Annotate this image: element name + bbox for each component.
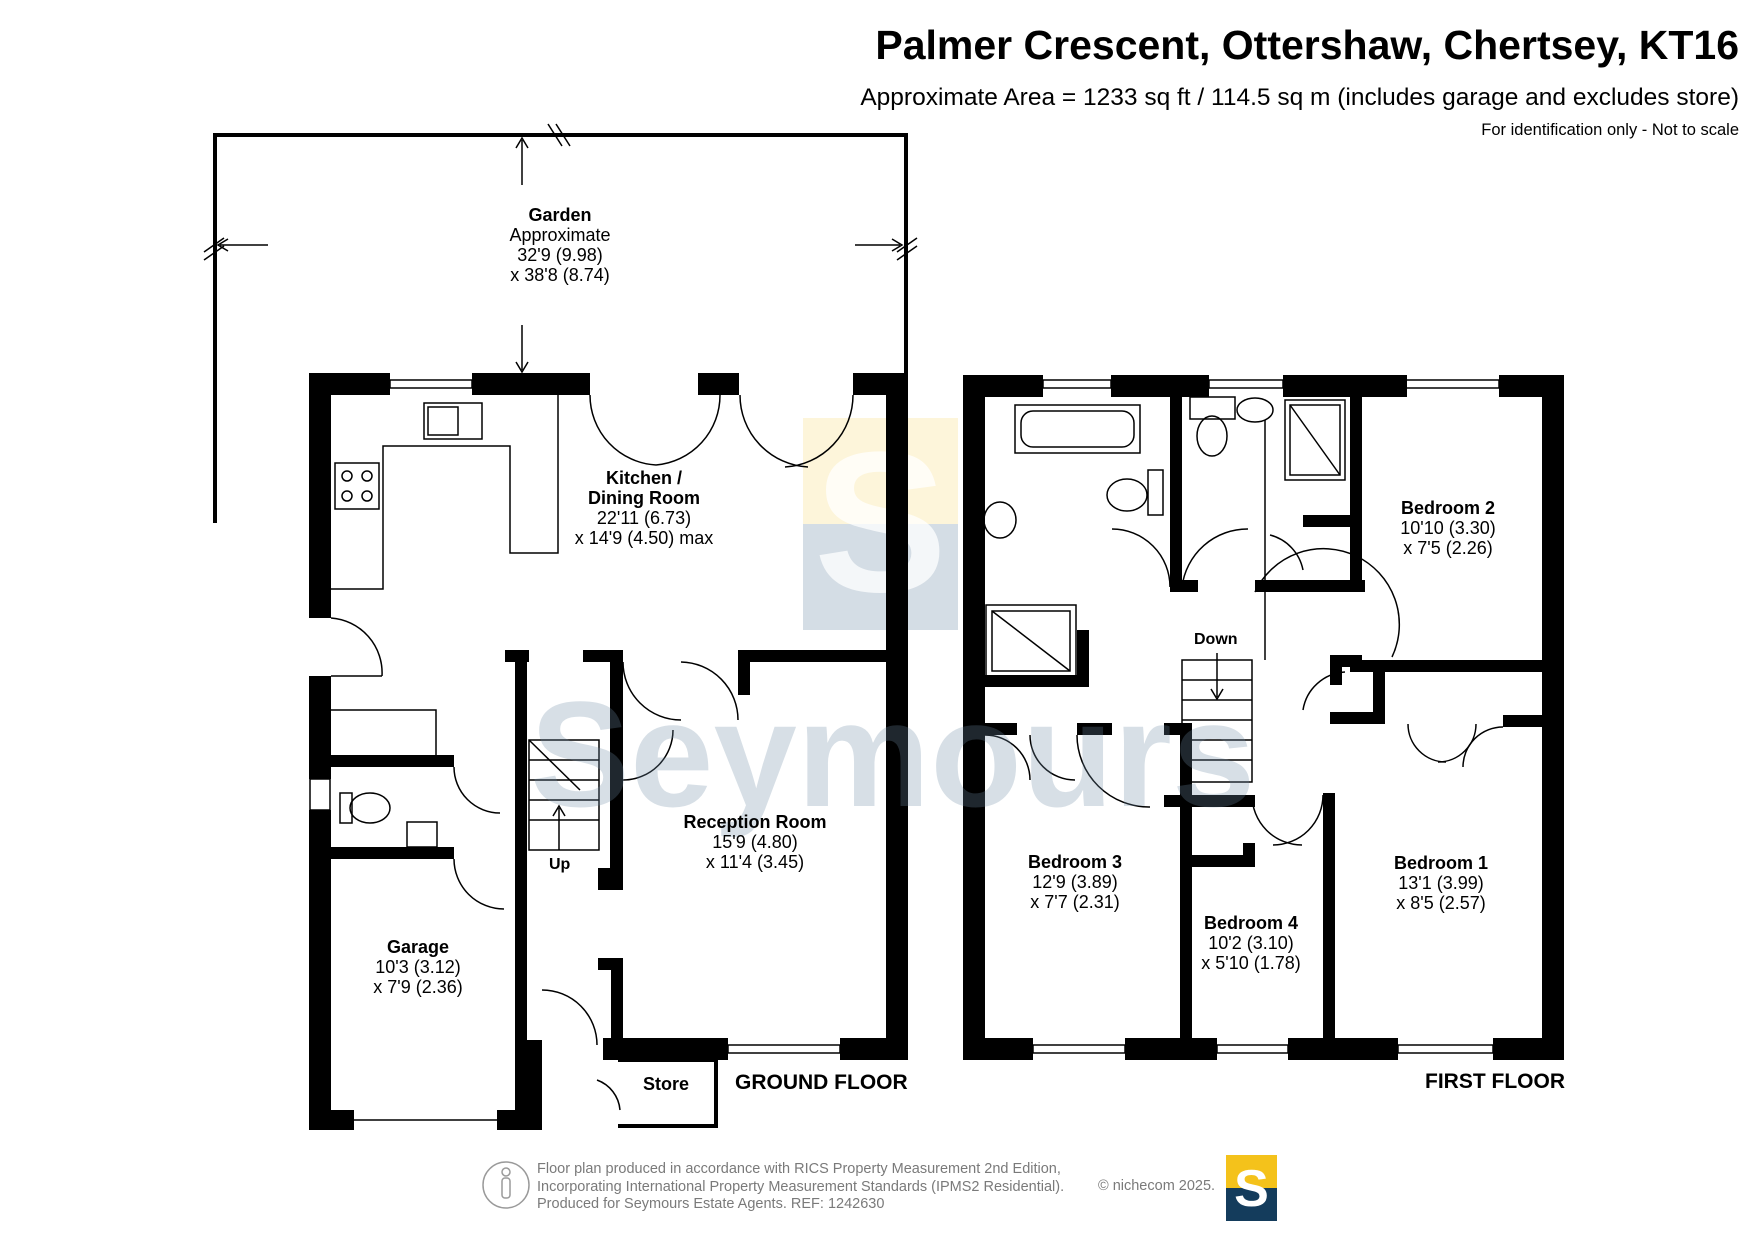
room-label-bedroom-1: Bedroom 1 13'1 (3.99) x 8'5 (2.57): [1393, 853, 1489, 914]
property-title: Palmer Crescent, Ottershaw, Chertsey, KT…: [875, 22, 1739, 68]
logo-letter: S: [1234, 1160, 1269, 1218]
room-label-store: Store: [643, 1074, 690, 1094]
room-label-garden: Garden Approximate 32'9 (9.98) x 38'8 (8…: [509, 205, 611, 286]
watermark-letter: S: [813, 411, 948, 634]
room-label-bedroom-4: Bedroom 4 10'2 (3.10) x 5'10 (1.78): [1201, 913, 1301, 974]
room-label-bedroom-3: Bedroom 3 12'9 (3.89) x 7'7 (2.31): [1027, 852, 1123, 913]
footer-line-1: Floor plan produced in accordance with R…: [537, 1161, 1061, 1177]
room-label-kitchen-dining: Kitchen / Dining Room 22'11 (6.73) x 14'…: [574, 468, 714, 549]
room-label-bedroom-2: Bedroom 2 10'10 (3.30) x 7'5 (2.26): [1400, 498, 1496, 559]
copyright: © nichecom 2025.: [1098, 1178, 1216, 1194]
ground-floor-label: GROUND FLOOR: [735, 1071, 908, 1094]
room-label-reception: Reception Room 15'9 (4.80) x 11'4 (3.45): [683, 812, 827, 873]
identification-note: For identification only - Not to scale: [1481, 121, 1739, 139]
stairs-down-label: Down: [1194, 631, 1238, 648]
watermark-logo: S: [803, 418, 958, 630]
fixtures: [309, 379, 1504, 1121]
room-label-garage: Garage 10'3 (3.12) x 7'9 (2.36): [373, 937, 463, 998]
seymours-logo: S: [1226, 1155, 1277, 1221]
dimension-arrows: [203, 123, 918, 374]
footer-disclaimer: Floor plan produced in accordance with R…: [537, 1161, 1064, 1214]
walls: [213, 133, 1564, 1130]
watermark-text: Seymours: [530, 670, 1256, 838]
footer-figure-icon: [482, 1161, 530, 1209]
approximate-area: Approximate Area = 1233 sq ft / 114.5 sq…: [860, 84, 1739, 111]
first-floor-label: FIRST FLOOR: [1425, 1070, 1565, 1093]
footer-line-2: Incorporating International Property Mea…: [537, 1178, 1065, 1195]
footer-line-3: Produced for Seymours Estate Agents. REF…: [537, 1196, 885, 1213]
stairs-up-label: Up: [549, 856, 571, 873]
